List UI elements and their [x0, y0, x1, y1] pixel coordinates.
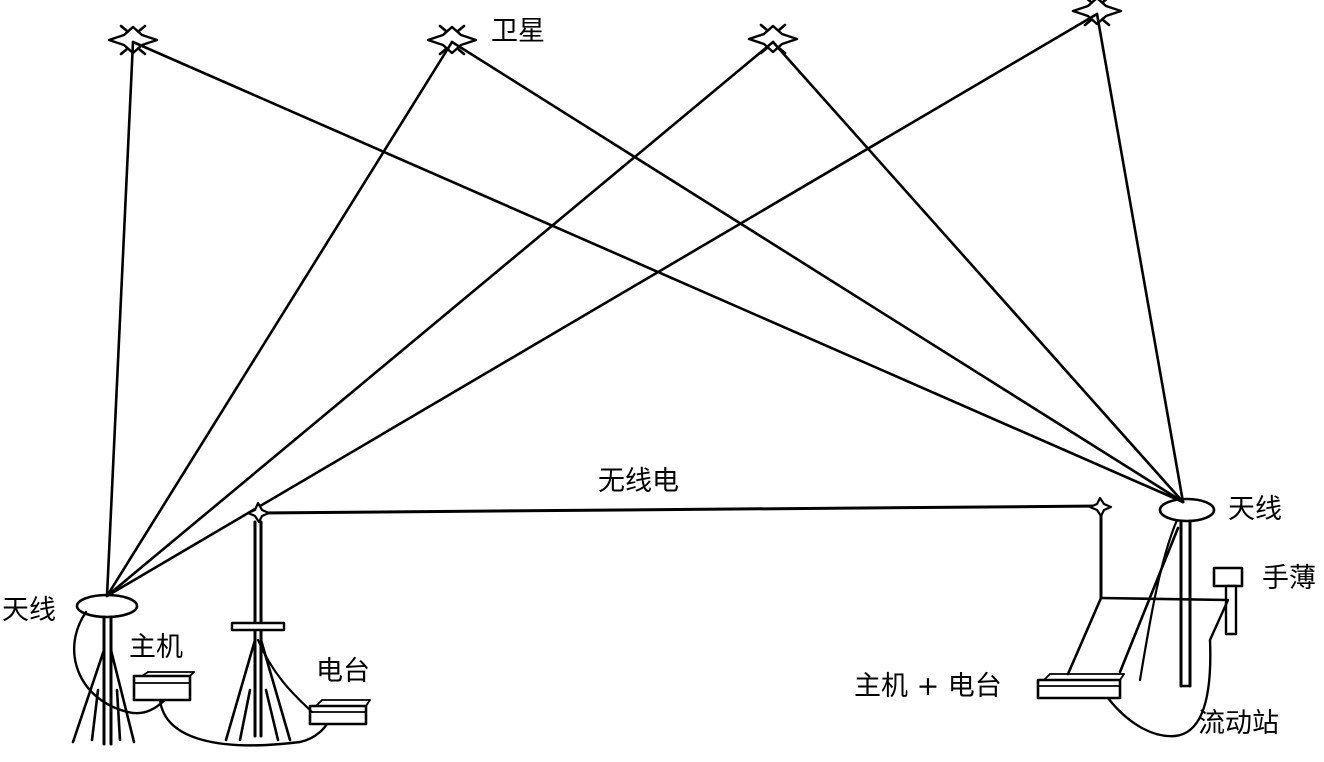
signal-line	[105, 40, 775, 598]
signal-line	[450, 40, 1185, 504]
receiver-box-icon	[132, 671, 195, 702]
radio-link-line	[258, 504, 1102, 515]
antenna-icon	[1158, 497, 1216, 523]
handbook-icon	[1208, 566, 1244, 642]
signal-line	[131, 40, 1185, 504]
satellite-icon	[1071, 0, 1123, 27]
satellite-icon	[426, 24, 478, 56]
signal-line	[1095, 12, 1185, 504]
signal-line	[105, 12, 1099, 598]
radio-mast-icon	[1088, 496, 1113, 600]
receiver-box-icon	[1036, 673, 1125, 700]
base-antenna-label: 天线	[2, 595, 56, 626]
signal-line	[105, 40, 135, 598]
rover-bracket	[1066, 526, 1230, 676]
rover-station-label: 流动站	[1198, 708, 1279, 739]
tripod-icon	[71, 648, 106, 744]
rover-cable	[1138, 518, 1179, 682]
host-label: 主机	[129, 632, 183, 663]
satellite-icon	[747, 23, 799, 55]
rover-cable	[1106, 638, 1212, 738]
rover-signal-lines	[131, 12, 1185, 504]
base-antenna-tripod	[71, 593, 139, 746]
receiver-box-icon	[308, 699, 371, 726]
satellite-icon	[107, 24, 159, 56]
radio-station-label: 电台	[316, 656, 370, 687]
satellite-label: 卫星	[491, 16, 545, 47]
rover-antenna-label: 天线	[1228, 494, 1282, 525]
signal-line	[105, 40, 454, 598]
base-cable	[158, 698, 330, 747]
base-cable	[72, 610, 167, 715]
signal-line	[771, 40, 1185, 504]
antenna-icon	[75, 593, 139, 619]
base-signal-lines	[105, 12, 1099, 598]
radio-cable	[256, 638, 314, 714]
handbook-label: 手薄	[1262, 563, 1316, 594]
radio-mast-icon	[224, 501, 292, 742]
rover-pole	[1179, 519, 1192, 688]
host-plus-radio-label: 主机 + 电台	[854, 671, 1002, 702]
radio-link-label: 无线电	[598, 466, 679, 497]
